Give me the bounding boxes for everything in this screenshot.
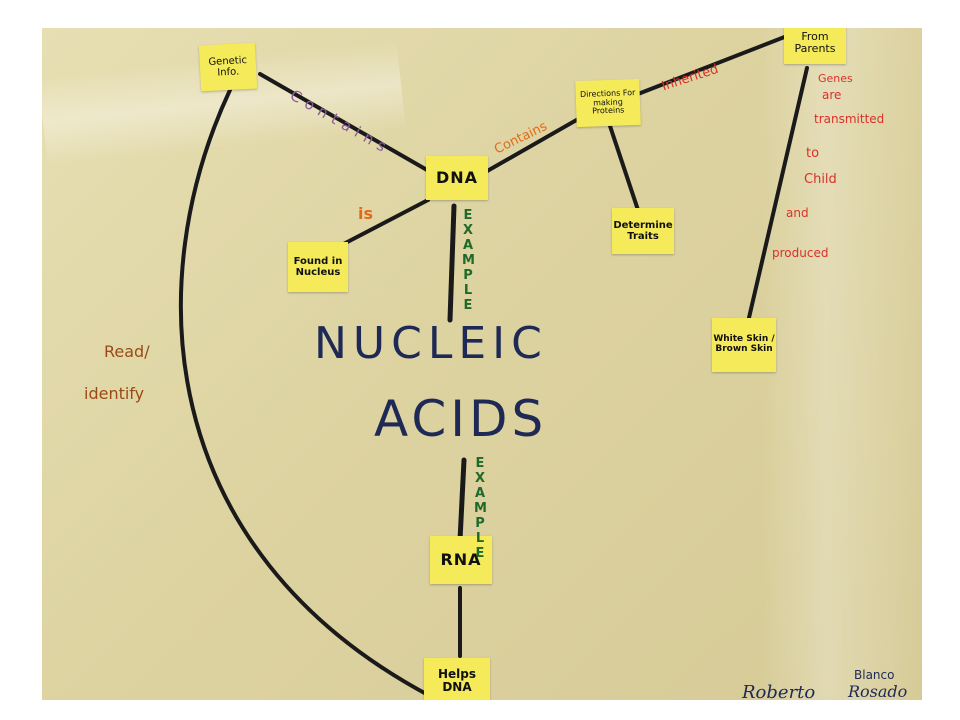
line-directions-to-parents	[636, 34, 789, 96]
note-found-in-nucleus: Found in Nucleus	[288, 242, 348, 292]
note-genetic-info: Genetic Info.	[198, 42, 258, 92]
poster-photo: Genetic Info. DNA Directions For making …	[42, 28, 922, 700]
line-parents-to-skin	[746, 66, 809, 324]
note-from-parents: From Parents	[784, 28, 846, 64]
title-acids: ACIDS	[374, 390, 548, 448]
note-rna-text: RNA	[440, 550, 482, 570]
label-produced: produced	[772, 246, 829, 260]
label-child: Child	[804, 172, 837, 187]
line-dna-to-directions	[480, 116, 582, 176]
label-is: is	[358, 204, 374, 223]
label-read: Read/	[104, 342, 150, 361]
note-directions-text: Directions For making Proteins	[579, 87, 636, 116]
note-determine-traits: Determine Traits	[612, 208, 674, 254]
line-dna-to-title	[447, 203, 457, 323]
title-nucleic: NUCLEIC	[314, 318, 548, 369]
note-rna: RNA	[430, 536, 492, 584]
note-helps-dna: Helps DNA	[424, 658, 490, 700]
note-helps-dna-text: Helps DNA	[437, 666, 477, 694]
note-from-parents-text: From Parents	[794, 29, 836, 55]
line-genetic-to-dna	[258, 72, 436, 176]
line-directions-to-traits	[608, 124, 640, 212]
line-dna-to-nucleus	[330, 198, 430, 252]
note-white-brown-skin: White Skin / Brown Skin	[712, 318, 776, 372]
line-title-to-rna	[457, 457, 467, 543]
note-directions: Directions For making Proteins	[575, 78, 641, 128]
note-dna-text: DNA	[435, 168, 479, 188]
signature-middle: Blanco	[854, 668, 895, 682]
label-genes: Genes	[818, 72, 853, 85]
label-to: to	[806, 146, 820, 161]
note-found-in-nucleus-text: Found in Nucleus	[293, 256, 343, 278]
label-identify: identify	[84, 384, 145, 403]
label-transmitted: transmitted	[814, 112, 885, 126]
label-are: are	[822, 88, 842, 102]
signature-first: Roberto	[742, 682, 816, 700]
concept-map-lines	[178, 34, 809, 698]
note-dna: DNA	[426, 156, 488, 200]
note-genetic-info-text: Genetic Info.	[208, 55, 248, 79]
arc-genetic-to-helps	[178, 88, 432, 698]
note-determine-traits-text: Determine Traits	[613, 220, 673, 242]
label-and: and	[786, 206, 809, 220]
note-white-brown-skin-text: White Skin / Brown Skin	[713, 334, 775, 354]
signature-last: Rosado	[848, 682, 908, 700]
